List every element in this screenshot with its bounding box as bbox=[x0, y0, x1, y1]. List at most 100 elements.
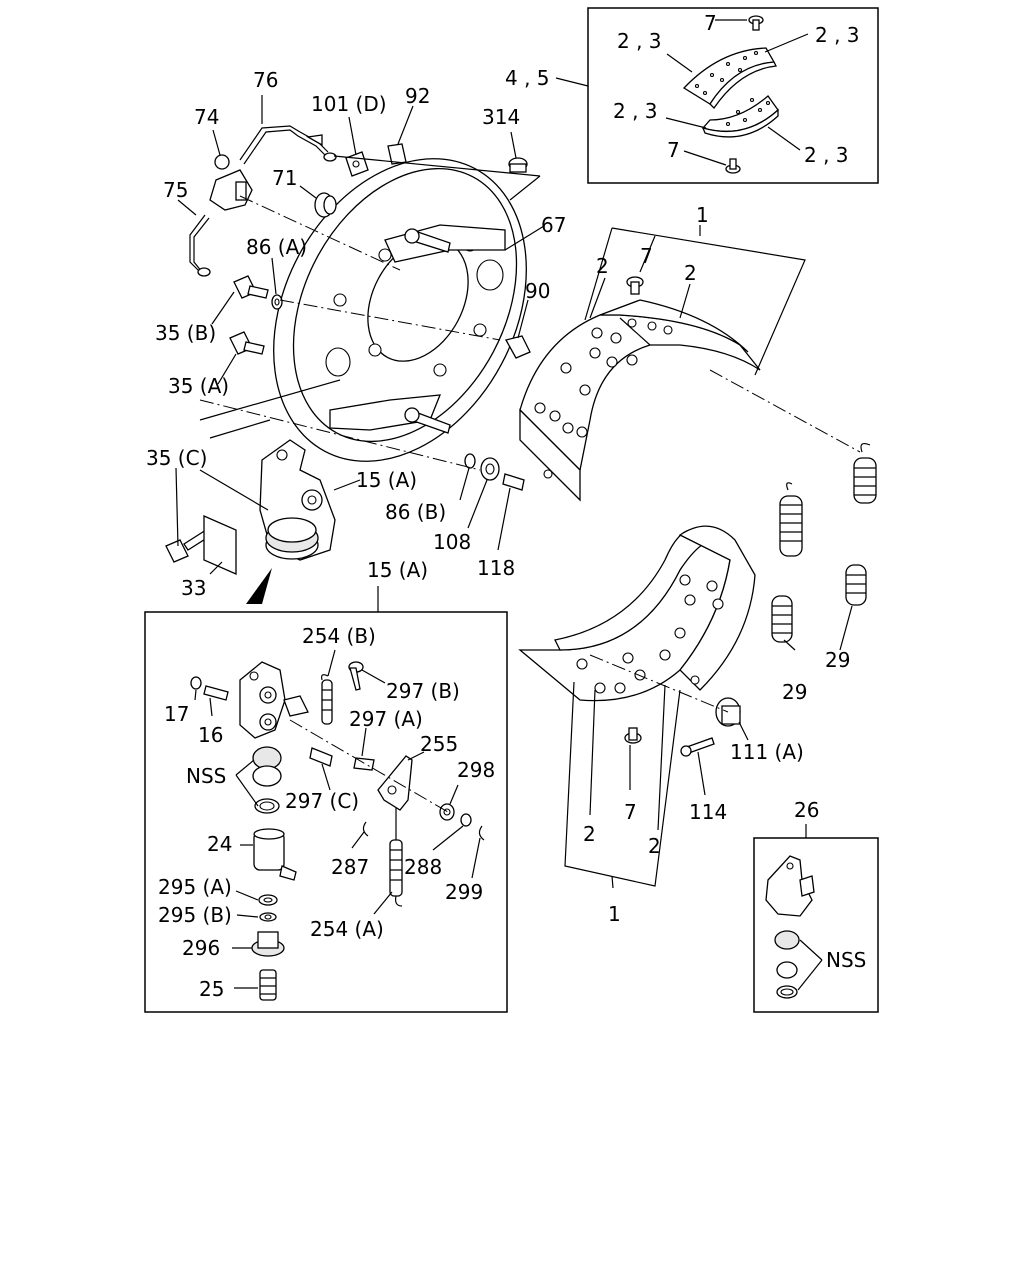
label-287: 287 bbox=[331, 855, 369, 879]
label-26: 26 bbox=[794, 798, 819, 822]
label-254b: 254 (B) bbox=[302, 624, 376, 648]
seal-detail-graphic bbox=[254, 798, 280, 814]
piston-24-graphic bbox=[253, 828, 297, 881]
lining-lower-graphic bbox=[701, 95, 779, 138]
label-108: 108 bbox=[433, 530, 471, 554]
boot-detail-graphic bbox=[252, 746, 282, 787]
label-nss-b: NSS bbox=[826, 948, 866, 972]
spring-254a-graphic bbox=[389, 808, 403, 907]
label-86a: 86 (A) bbox=[246, 235, 307, 259]
label-24: 24 bbox=[207, 832, 232, 856]
washer-295a-graphic bbox=[258, 894, 278, 906]
label-25: 25 bbox=[199, 977, 224, 1001]
label-74: 74 bbox=[194, 105, 219, 129]
label-7-low: 7 bbox=[624, 800, 637, 824]
bolt-35a-graphic bbox=[229, 331, 265, 355]
screw-118-graphic bbox=[502, 473, 525, 491]
washer-295b-graphic bbox=[259, 912, 277, 922]
label-101d: 101 (D) bbox=[311, 92, 387, 116]
bleeder-screw-16-graphic bbox=[203, 685, 229, 701]
brake-pipe-76-graphic bbox=[239, 125, 337, 165]
label-255: 255 bbox=[420, 732, 458, 756]
label-86b: 86 (B) bbox=[385, 500, 446, 524]
lining-upper-graphic bbox=[682, 47, 777, 110]
label-2-3-a: 2 , 3 bbox=[617, 29, 662, 53]
label-29-b: 29 bbox=[782, 680, 807, 704]
label-33: 33 bbox=[181, 576, 206, 600]
boot-nss-graphic bbox=[774, 930, 800, 979]
label-nss-a: NSS bbox=[186, 764, 226, 788]
pin-297c-graphic bbox=[309, 747, 333, 767]
detail-arrow bbox=[246, 568, 272, 604]
wheel-cylinder-15a-graphic bbox=[259, 439, 336, 561]
label-15a-top: 15 (A) bbox=[356, 468, 417, 492]
label-35b: 35 (B) bbox=[155, 321, 216, 345]
label-16: 16 bbox=[198, 723, 223, 747]
label-296: 296 bbox=[182, 936, 220, 960]
label-29-a: 29 bbox=[825, 648, 850, 672]
bolt-35b-graphic bbox=[233, 275, 269, 299]
wheel-cylinder-detail-box bbox=[144, 611, 508, 1013]
label-295b: 295 (B) bbox=[158, 903, 232, 927]
label-75: 75 bbox=[163, 178, 188, 202]
anchor-pin-top-graphic bbox=[404, 228, 451, 253]
nut-108-graphic bbox=[480, 457, 500, 481]
washer-86a-graphic bbox=[271, 294, 283, 310]
label-299: 299 bbox=[445, 880, 483, 904]
washer-288-graphic bbox=[460, 813, 472, 827]
anchor-pin-bottom-graphic bbox=[404, 407, 451, 434]
backing-plate-graphic bbox=[273, 158, 527, 462]
grommet-71-graphic bbox=[314, 192, 337, 218]
pin-114-graphic bbox=[680, 737, 715, 757]
label-254a: 254 (A) bbox=[310, 917, 384, 941]
shim-33-graphic bbox=[203, 515, 237, 575]
washer-86b-graphic bbox=[464, 453, 476, 469]
clip-299-graphic bbox=[478, 825, 485, 841]
shoe-rivet-7-low-graphic bbox=[624, 727, 642, 744]
washer-298-graphic bbox=[439, 803, 455, 821]
rivet-bottom-graphic bbox=[725, 158, 741, 174]
label-35c: 35 (C) bbox=[146, 446, 207, 470]
clip-92-graphic bbox=[387, 143, 407, 165]
clip-287-graphic bbox=[362, 821, 369, 837]
label-2-3-d: 2 , 3 bbox=[804, 143, 849, 167]
label-314: 314 bbox=[482, 105, 520, 129]
label-67: 67 bbox=[541, 213, 566, 237]
label-92: 92 bbox=[405, 84, 430, 108]
rivet-top-graphic bbox=[748, 15, 764, 31]
brake-shoe-upper-graphic bbox=[519, 299, 761, 502]
label-288: 288 bbox=[404, 855, 442, 879]
label-1-top: 1 bbox=[696, 203, 709, 227]
cylinder-26-graphic bbox=[765, 855, 815, 917]
hose-bracket-74-graphic bbox=[209, 154, 253, 211]
spring-254b-graphic bbox=[321, 674, 333, 725]
label-17: 17 bbox=[164, 702, 189, 726]
label-2-a: 2 bbox=[596, 254, 609, 278]
label-2-3-c: 2 , 3 bbox=[613, 99, 658, 123]
seal-nss-graphic bbox=[776, 985, 798, 999]
label-76: 76 bbox=[253, 68, 278, 92]
lining-detail-box bbox=[587, 7, 879, 184]
label-2-b: 2 bbox=[684, 261, 697, 285]
label-7-top: 7 bbox=[704, 11, 717, 35]
shoe-rivet-7-graphic bbox=[626, 276, 644, 295]
cylinder-body-detail-graphic bbox=[239, 661, 309, 739]
cup-296-graphic bbox=[251, 931, 285, 957]
lever-255-graphic bbox=[377, 755, 413, 811]
label-7-shoe: 7 bbox=[640, 244, 653, 268]
brake-shoe-lower-graphic bbox=[518, 525, 756, 702]
spring-25-graphic bbox=[259, 969, 277, 1001]
label-4-5: 4 , 5 bbox=[505, 66, 550, 90]
label-118: 118 bbox=[477, 556, 515, 580]
hose-75-graphic bbox=[189, 214, 211, 277]
label-2-3-b: 2 , 3 bbox=[815, 23, 860, 47]
fitting-101d-graphic bbox=[345, 151, 369, 177]
label-114: 114 bbox=[689, 800, 727, 824]
label-35a: 35 (A) bbox=[168, 374, 229, 398]
pin-297b-graphic bbox=[348, 661, 364, 691]
label-15a-box: 15 (A) bbox=[367, 558, 428, 582]
nut-90-graphic bbox=[505, 335, 531, 359]
nss-detail-box bbox=[753, 837, 879, 1013]
label-298: 298 bbox=[457, 758, 495, 782]
